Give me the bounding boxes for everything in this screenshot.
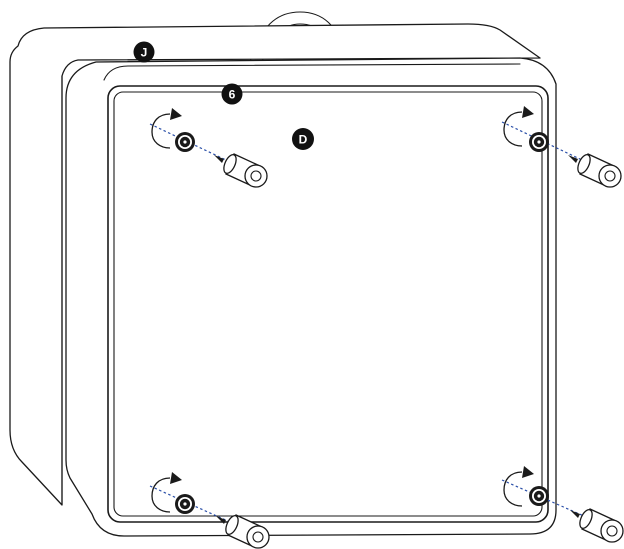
mount-nut-icon [175,494,195,514]
mount-nut-icon [529,486,549,506]
spacer-icon [570,508,623,542]
callout-d: D [292,128,314,150]
callout-6-label: 6 [229,88,236,102]
spacer-icon [568,153,621,187]
callout-j: J [134,42,155,63]
callout-j-label: J [141,46,148,60]
back-panel [108,86,548,522]
callout-6: 6 [222,84,243,105]
callout-d-label: D [299,133,308,147]
mount-nut-icon [529,132,549,152]
mount-nut-icon [175,132,195,152]
